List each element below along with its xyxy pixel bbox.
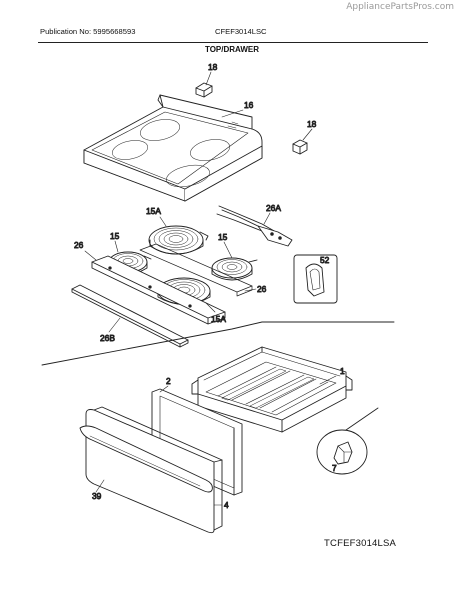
radiant-element-15-right[interactable] xyxy=(211,257,258,281)
bracket-18-right[interactable] xyxy=(292,139,308,155)
part-52-inset[interactable] xyxy=(293,254,338,304)
wiring-harness-26a[interactable] xyxy=(216,205,293,247)
publication-number: Publication No: 5995668593 xyxy=(40,27,136,36)
leader-lines xyxy=(84,71,337,506)
callout-2: 2 xyxy=(166,376,171,386)
bracket-18-top[interactable] xyxy=(195,82,213,98)
header-rule xyxy=(38,42,428,43)
callout-39: 39 xyxy=(92,491,102,501)
callout-7: 7 xyxy=(332,463,337,473)
callout-26b: 26B xyxy=(100,333,115,343)
callout-15a-top: 15A xyxy=(146,206,161,216)
support-rail-26-upper[interactable] xyxy=(139,243,253,297)
callout-15-left: 15 xyxy=(110,231,120,241)
callout-26a: 26A xyxy=(266,203,281,213)
section-divider xyxy=(41,321,395,366)
model-number: CFEF3014LSC xyxy=(215,27,267,36)
support-rail-26-left[interactable] xyxy=(91,255,226,325)
section-title: TOP/DRAWER xyxy=(204,45,260,54)
callout-52: 52 xyxy=(320,255,330,265)
drawer-glide-7-inset[interactable] xyxy=(316,407,379,475)
diagram-code: TCFEF3014LSA xyxy=(324,538,397,549)
callout-15-right: 15 xyxy=(218,232,228,242)
callout-18-top: 18 xyxy=(208,62,218,72)
insulation-strip-26b[interactable] xyxy=(71,284,189,348)
drawer-handle-39[interactable] xyxy=(79,425,213,493)
callout-26-right: 26 xyxy=(257,284,267,294)
callout-4: 4 xyxy=(224,500,229,510)
watermark: AppliancePartsPros.com xyxy=(346,2,454,12)
cooktop-glass-top[interactable] xyxy=(83,94,263,202)
callout-16: 16 xyxy=(244,100,254,110)
radiant-element-15a-top[interactable] xyxy=(148,225,209,255)
callout-15a-bottom: 15A xyxy=(211,314,226,324)
callout-18-right: 18 xyxy=(307,119,317,129)
callout-26-left: 26 xyxy=(74,240,84,250)
storage-drawer[interactable] xyxy=(191,346,353,433)
callout-1: 1 xyxy=(340,366,345,376)
